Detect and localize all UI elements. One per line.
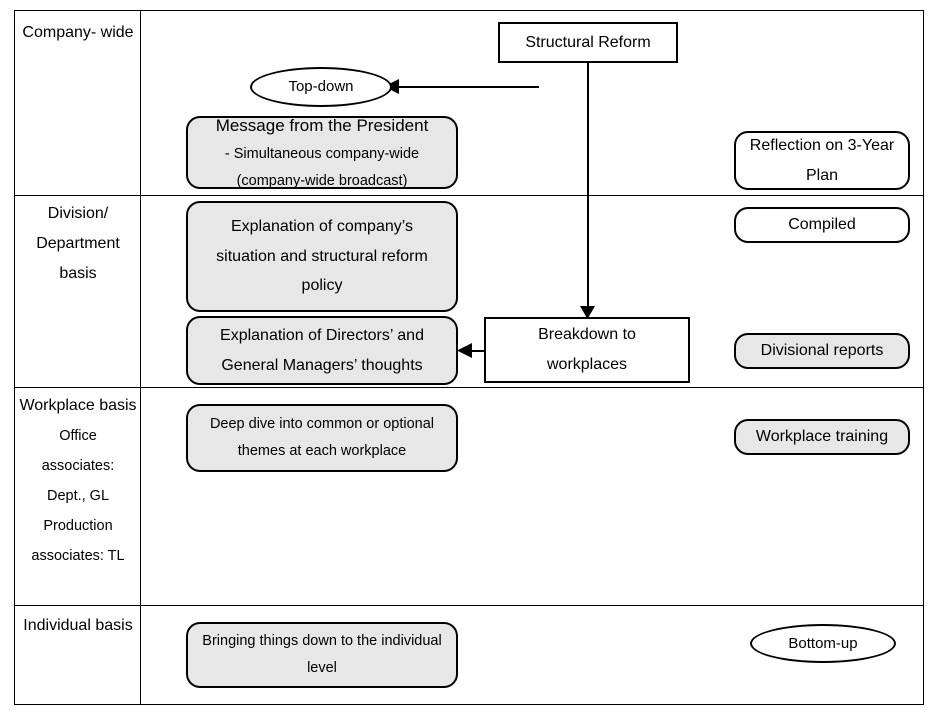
node-label-line: Plan <box>805 166 839 184</box>
node-label-line: Explanation of company’s <box>230 218 414 236</box>
node-label: Divisional reports <box>760 342 884 360</box>
node-label-line: situation and structural reform <box>216 247 428 265</box>
connector-breakdown-to-directors <box>472 350 484 352</box>
node-label: Bottom-up <box>788 634 858 652</box>
node-label-line: level <box>307 660 337 676</box>
node-explanation-directors-thoughts[interactable]: Explanation of Directors’ and General Ma… <box>186 316 458 385</box>
node-label-line: themes at each workplace <box>237 443 407 459</box>
stage-label-line: Individual <box>23 617 91 634</box>
stage-label-line: basis <box>99 397 137 414</box>
node-reflection-on-3-year-plan[interactable]: Reflection on 3-Year Plan <box>734 131 910 190</box>
stage-sublabel-line: Office <box>59 428 97 444</box>
node-label-line: (company-wide broadcast) <box>236 173 408 190</box>
connector-structural-reform-to-breakdown <box>587 62 589 315</box>
stage-sublabel-line: associates: TL <box>31 548 125 564</box>
node-label-line: policy <box>301 277 343 295</box>
row-divider-3 <box>14 605 924 606</box>
node-workplace-training[interactable]: Workplace training <box>734 419 910 455</box>
node-label-line: Message from the President <box>215 115 429 135</box>
column-divider <box>140 10 141 705</box>
node-label: Top-down <box>288 78 354 96</box>
stage-label-line: Workplace <box>19 397 95 414</box>
stage-sublabel-line: Dept., GL <box>46 488 110 504</box>
node-bringing-things-down[interactable]: Bringing things down to the individual l… <box>186 622 458 688</box>
connector-structural-reform-to-top-down <box>398 86 539 88</box>
stage-label-line: Company- <box>22 24 97 41</box>
stage-label-company-wide: Company- wide <box>16 18 140 48</box>
node-breakdown-to-workplaces[interactable]: Breakdown to workplaces <box>484 317 690 383</box>
node-bottom-up[interactable]: Bottom-up <box>750 624 896 663</box>
stage-label-line: wide <box>100 24 134 41</box>
arrowhead-left-to-directors <box>457 343 472 358</box>
stage-label-line: basis <box>95 617 133 634</box>
node-top-down[interactable]: Top-down <box>250 67 392 107</box>
stage-label-line: Division/ <box>47 205 109 222</box>
node-compiled[interactable]: Compiled <box>734 207 910 243</box>
node-label-line: Bringing things down to the individual <box>202 633 442 650</box>
node-label-line: Reflection on 3-Year <box>749 136 895 154</box>
stage-label-workplace: Workplace basis Office associates: Dept.… <box>16 391 140 571</box>
diagram-outer-frame <box>14 10 924 705</box>
node-structural-reform[interactable]: Structural Reform <box>498 22 678 63</box>
node-message-from-president[interactable]: Message from the President - Simultaneou… <box>186 116 458 189</box>
node-label-line: General Managers’ thoughts <box>221 356 423 374</box>
node-explanation-company-situation[interactable]: Explanation of company’s situation and s… <box>186 201 458 312</box>
node-label: Structural Reform <box>525 33 651 51</box>
stage-label-individual: Individual basis <box>16 611 140 641</box>
node-label-line: Explanation of Directors’ and <box>220 326 424 344</box>
node-label-line: Deep dive into common or optional <box>209 416 435 433</box>
node-label-line: workplaces <box>546 356 628 373</box>
node-label: Workplace training <box>755 428 889 446</box>
arrowhead-down-to-breakdown <box>580 306 595 319</box>
node-deep-dive-themes[interactable]: Deep dive into common or optional themes… <box>186 404 458 472</box>
stage-label-line: basis <box>59 265 97 282</box>
node-label-line: Breakdown to <box>538 326 636 344</box>
stage-sublabel-line: associates: <box>41 458 115 474</box>
row-divider-2 <box>14 387 924 388</box>
node-label: Compiled <box>788 216 856 234</box>
row-divider-1 <box>14 195 924 196</box>
stage-label-division-department: Division/ Department basis <box>16 199 140 289</box>
node-divisional-reports[interactable]: Divisional reports <box>734 333 910 369</box>
node-label-line: - Simultaneous company-wide <box>224 146 420 163</box>
stage-sublabel-line: Production <box>43 518 113 534</box>
stage-label-line: Department <box>36 235 120 252</box>
